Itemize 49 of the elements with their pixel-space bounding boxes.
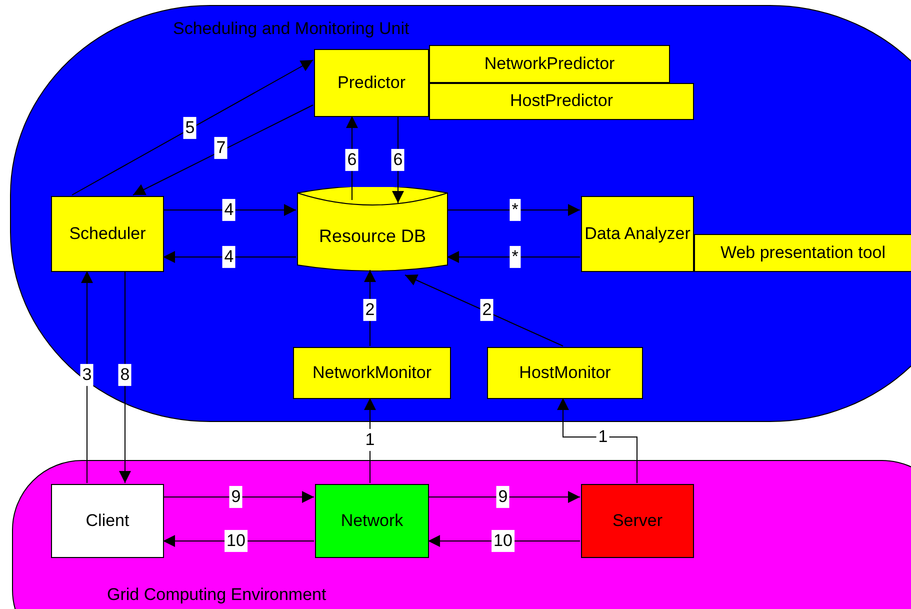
process-box: Data Analyzer: [581, 196, 694, 272]
arrow: [364, 270, 376, 346]
arrow: [428, 535, 580, 547]
process-box: Web presentation tool: [694, 234, 911, 272]
arrow: [81, 270, 93, 484]
edge-label: 9: [229, 486, 243, 508]
unit-region: [10, 5, 911, 422]
arrow: [162, 535, 314, 547]
edge-label: 6: [391, 148, 405, 172]
region-title: Scheduling and Monitoring Unit: [173, 18, 410, 40]
edge-label: 9: [496, 486, 510, 508]
process-box: NetworkPredictor: [429, 45, 670, 83]
arrow: [392, 116, 404, 204]
process-box: HostPredictor: [429, 83, 694, 120]
process-box: Network: [315, 484, 429, 558]
edge-label: 4: [222, 246, 236, 268]
arrow: [428, 491, 580, 503]
edge-label: *: [510, 246, 520, 268]
arrow: [446, 251, 580, 263]
arrow: [162, 251, 296, 263]
edge-label: 2: [480, 298, 494, 322]
edge-label: *: [510, 198, 520, 222]
environment-region: [12, 460, 911, 609]
edge-label: 2: [363, 298, 377, 322]
arrow: [446, 204, 580, 216]
arrow: [162, 491, 314, 503]
node-label: Resource DB: [318, 224, 426, 248]
arrow: [404, 274, 564, 346]
arrow: [119, 270, 131, 484]
process-box: Client: [51, 484, 164, 558]
edge-label: 6: [345, 148, 359, 172]
edge-label: 8: [118, 364, 132, 386]
edge-label: 7: [214, 136, 228, 160]
process-box: HostMonitor: [487, 347, 643, 399]
arrow: [162, 204, 296, 216]
edge-label: 3: [80, 364, 94, 386]
process-box: Predictor: [314, 49, 429, 117]
edge-label: 5: [183, 116, 197, 140]
process-box: Scheduler: [51, 196, 164, 272]
edge-label: 10: [492, 530, 514, 552]
process-box: Server: [581, 484, 694, 558]
arrow: [72, 60, 314, 196]
process-box: NetworkMonitor: [293, 347, 451, 399]
arrow: [346, 116, 358, 200]
edge-label: 4: [222, 198, 236, 222]
arrow: [557, 398, 638, 484]
edge-label: 10: [224, 530, 248, 552]
region-title: Grid Computing Environment: [107, 584, 326, 606]
arrow: [132, 104, 314, 196]
